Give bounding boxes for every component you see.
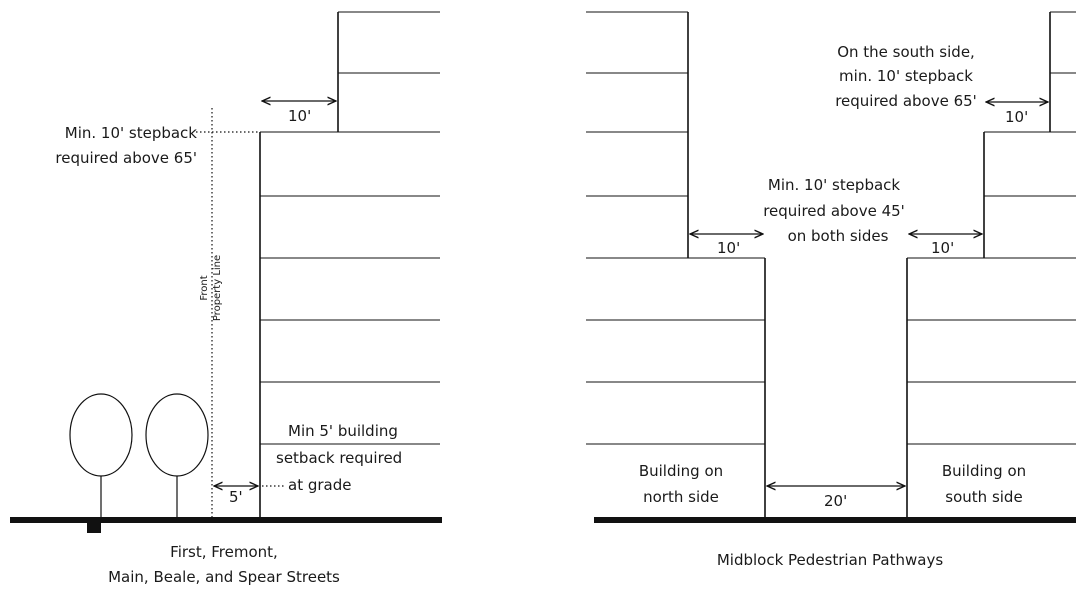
south-upper-dim-label: 10' — [1005, 108, 1028, 126]
tree-icon — [69, 393, 133, 517]
setback-dim-label: 5' — [229, 488, 243, 506]
tree-icon — [145, 393, 209, 517]
left-section-diagram: Front Property Line Min. 10' stepback re… — [10, 11, 442, 586]
setback-note: setback required — [276, 449, 402, 467]
right-dim-label: 10' — [931, 239, 954, 257]
left-caption: Main, Beale, and Spear Streets — [108, 568, 340, 586]
upper-dim-label: 10' — [288, 107, 311, 125]
south-stepback-note: required above 65' — [835, 92, 977, 110]
left-caption: First, Fremont, — [170, 543, 278, 561]
north-building-label: north side — [643, 488, 719, 506]
setback-note: Min 5' building — [288, 422, 398, 440]
midblock-stepback-note: Min. 10' stepback — [768, 176, 901, 194]
left-dim-label: 10' — [717, 239, 740, 257]
ground-line — [10, 517, 442, 523]
midblock-stepback-note: required above 45' — [763, 202, 905, 220]
south-building-label: south side — [945, 488, 1022, 506]
south-stepback-note: min. 10' stepback — [839, 67, 973, 85]
south-building-label: Building on — [942, 462, 1026, 480]
upper-stepback-note: required above 65' — [55, 149, 197, 167]
right-section-diagram: On the south side, min. 10' stepback req… — [586, 11, 1076, 569]
curb — [87, 517, 101, 533]
right-caption: Midblock Pedestrian Pathways — [717, 551, 943, 569]
property-line-label: Front — [199, 275, 210, 300]
north-building-label: Building on — [639, 462, 723, 480]
upper-stepback-note: Min. 10' stepback — [65, 124, 198, 142]
property-line-label: Property Line — [212, 255, 223, 321]
midblock-stepback-note: on both sides — [788, 227, 889, 245]
south-stepback-note: On the south side, — [837, 43, 975, 61]
setback-note: at grade — [288, 476, 351, 494]
ground-line — [594, 517, 1076, 523]
pathway-dim-label: 20' — [824, 492, 847, 510]
